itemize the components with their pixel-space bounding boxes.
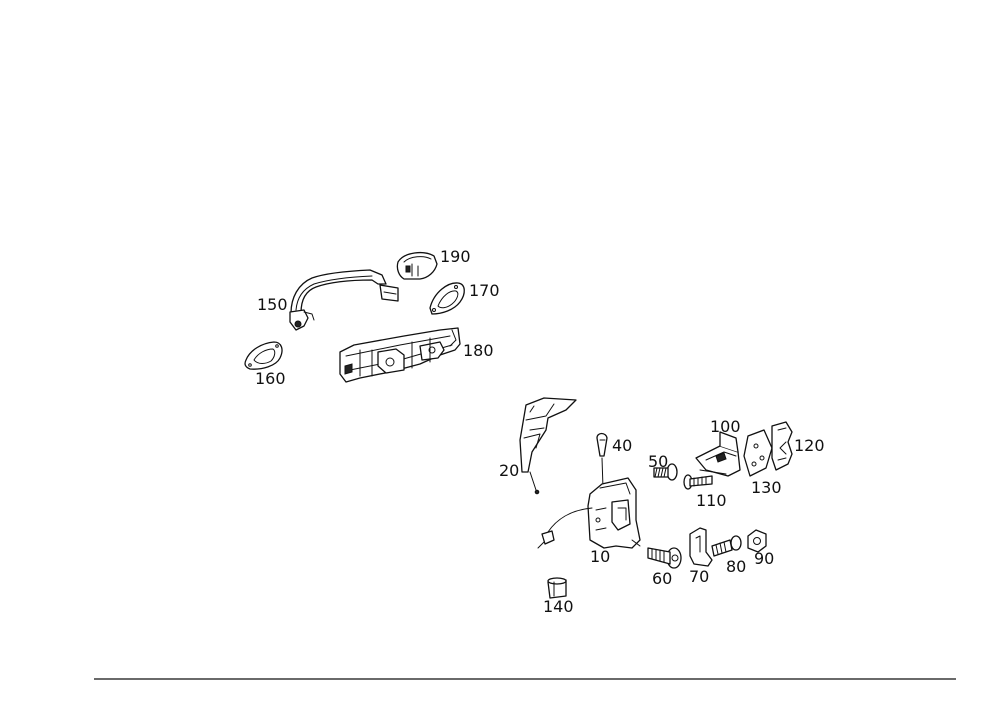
label-20: 20 [499,461,519,480]
label-140: 140 [543,597,574,616]
part-40-rod-end[interactable] [596,432,608,489]
part-100-striker[interactable] [695,431,741,477]
part-130-shim-plate[interactable] [743,429,773,477]
part-180-handle-carrier[interactable] [339,327,461,383]
part-50-screw[interactable] [653,463,678,481]
part-150-door-handle[interactable] [289,269,399,331]
part-120-cover-plate[interactable] [771,421,793,471]
label-40: 40 [612,436,632,455]
part-60-bolt[interactable] [647,547,682,569]
part-140-bushing[interactable] [547,577,567,599]
part-90-nut[interactable] [747,529,767,553]
part-170-gasket[interactable] [429,282,465,315]
label-150: 150 [257,295,288,314]
part-20-bracket[interactable] [519,397,577,495]
label-130: 130 [751,478,782,497]
part-110-screw[interactable] [683,474,713,490]
label-120: 120 [794,436,825,455]
part-80-bolt[interactable] [711,535,742,557]
label-10: 10 [590,547,610,566]
label-90: 90 [754,549,774,568]
label-190: 190 [440,247,471,266]
label-70: 70 [689,567,709,586]
label-160: 160 [255,369,286,388]
part-10-door-lock[interactable] [537,477,641,549]
label-180: 180 [463,341,494,360]
part-160-gasket[interactable] [244,341,283,370]
label-50: 50 [648,452,668,471]
label-60: 60 [652,569,672,588]
part-70-bracket[interactable] [689,527,713,567]
label-80: 80 [726,557,746,576]
part-190-end-cap[interactable] [396,251,438,280]
label-170: 170 [469,281,500,300]
label-100: 100 [710,417,741,436]
label-110: 110 [696,491,727,510]
